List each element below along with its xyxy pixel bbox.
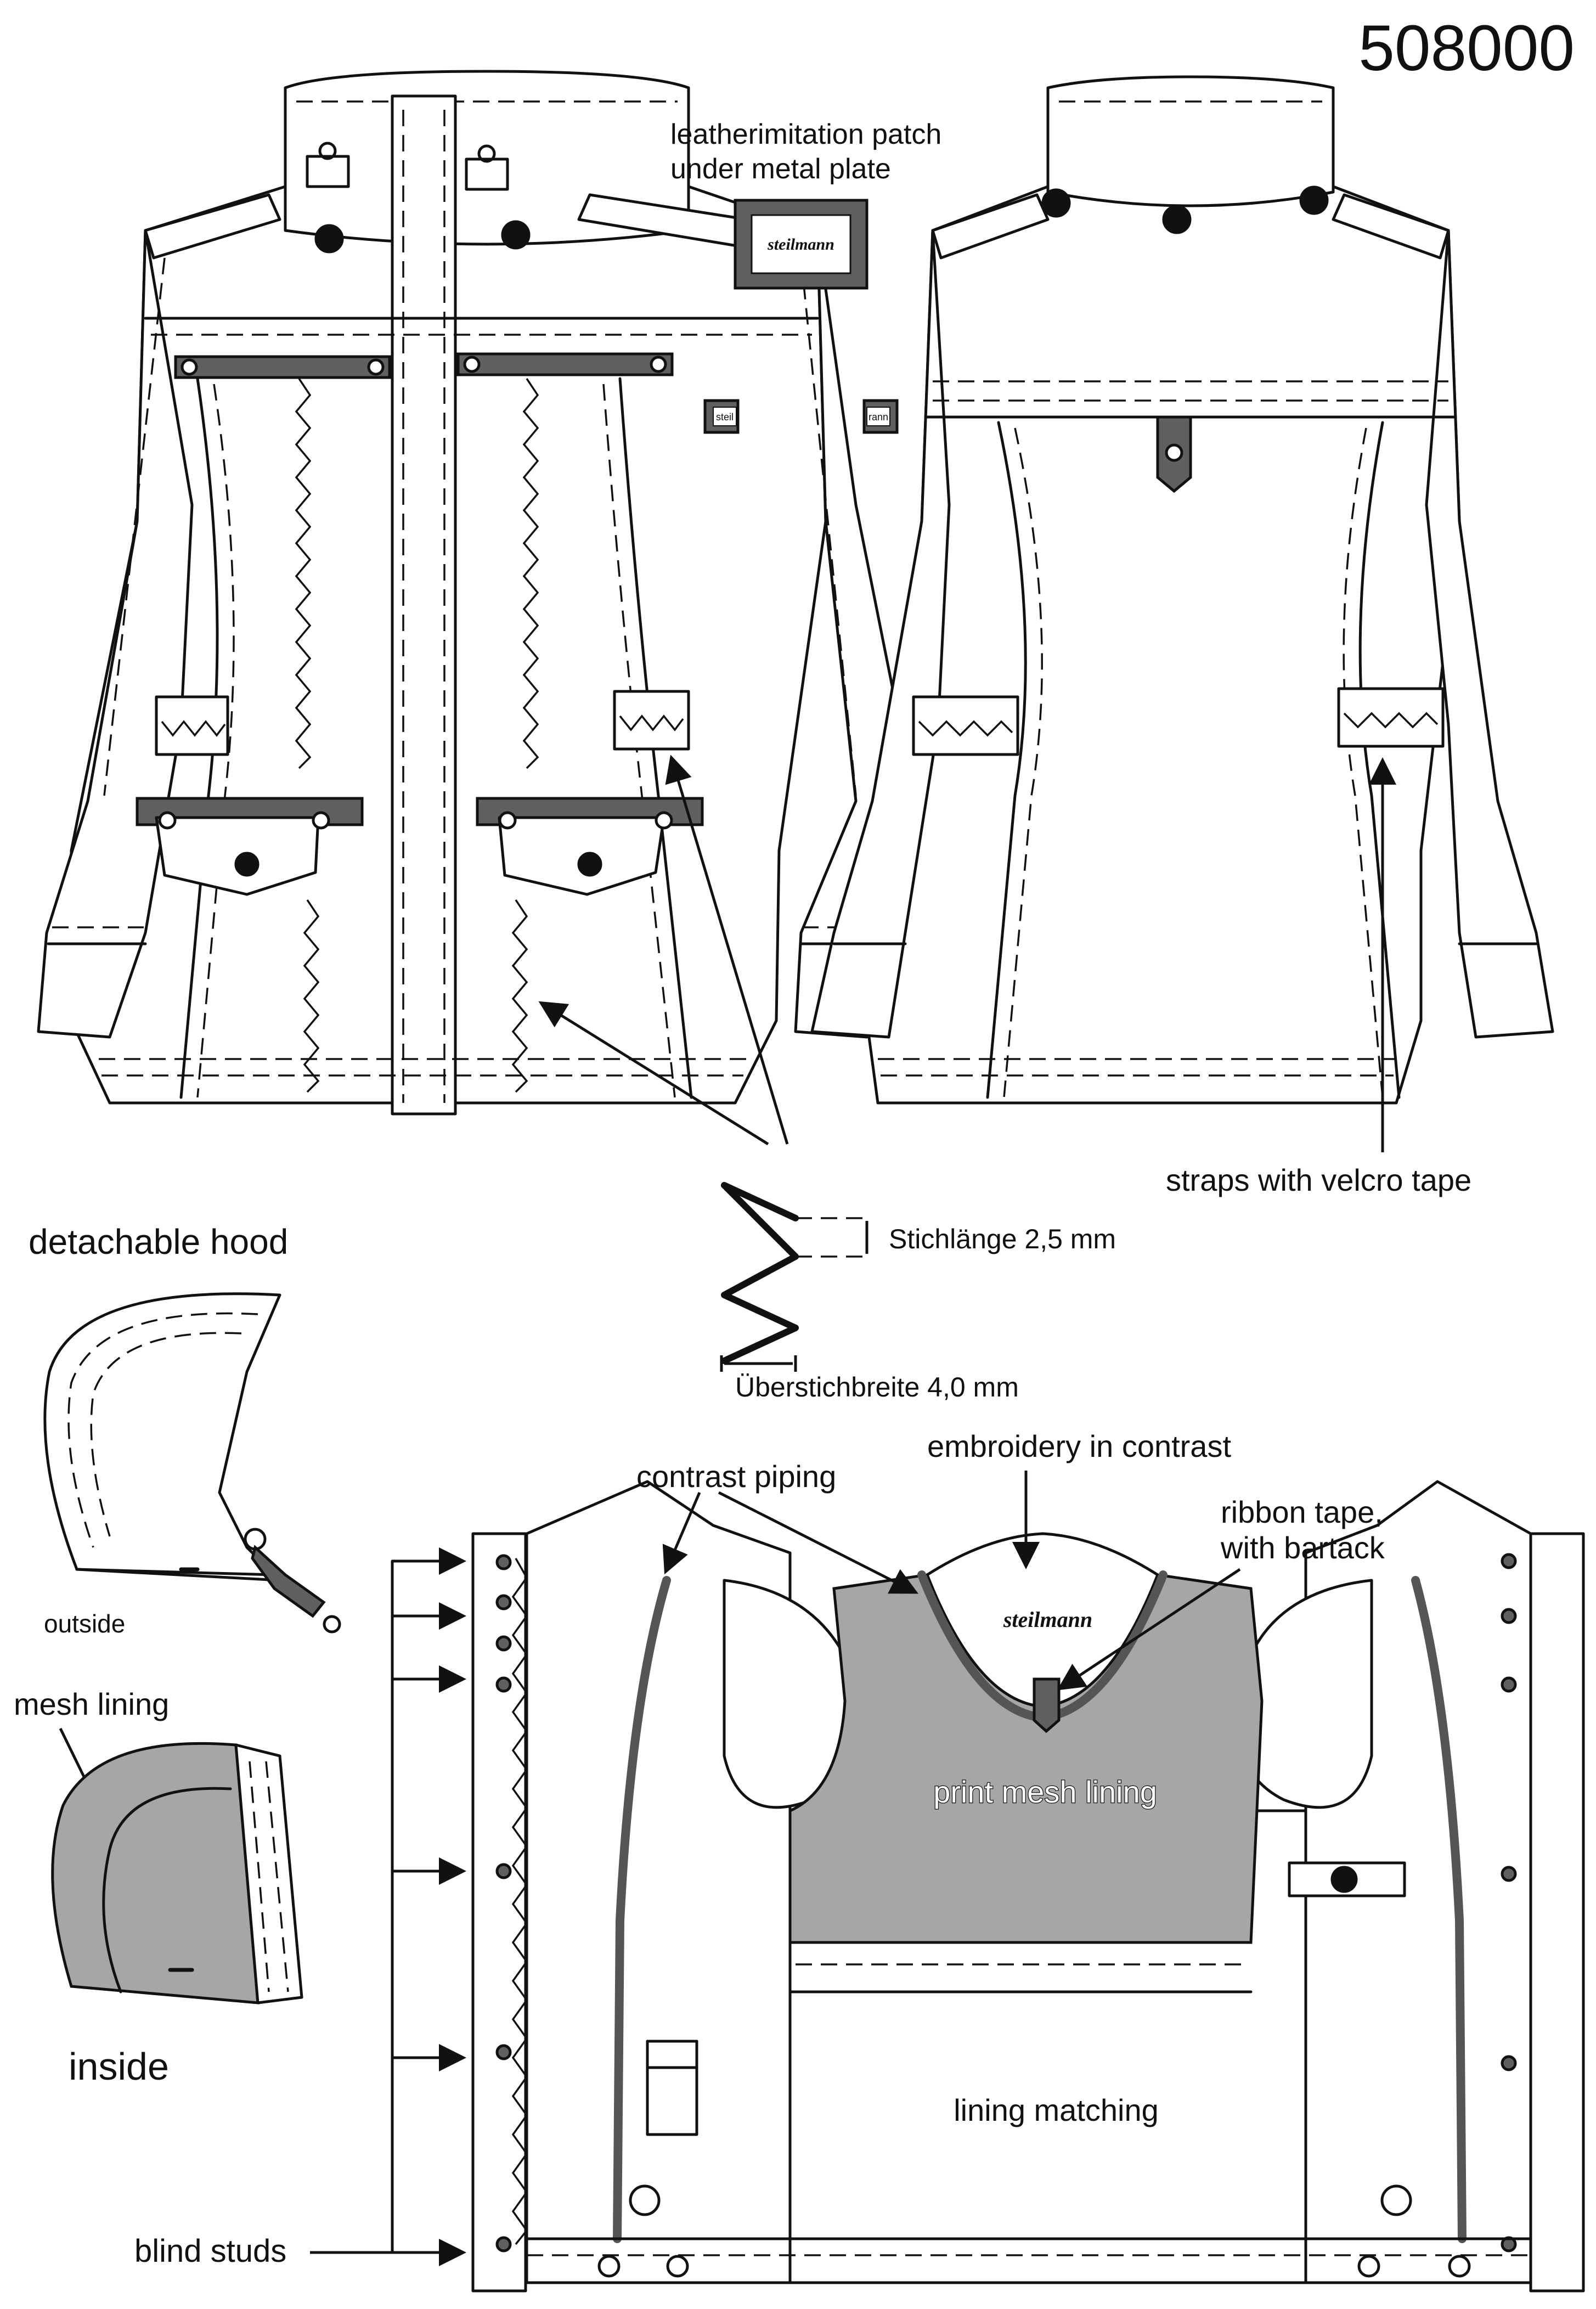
stitch-length-label: Stichlänge 2,5 mm bbox=[889, 1224, 1116, 1254]
print-mesh-label: print mesh lining bbox=[933, 1775, 1157, 1809]
zigzag-detail bbox=[721, 1182, 799, 1364]
back-collar-button-2 bbox=[1162, 205, 1192, 234]
epaulette-left bbox=[144, 193, 281, 260]
back-view: rann bbox=[810, 75, 1554, 1105]
embroidery-label: embroidery in contrast bbox=[927, 1429, 1231, 1463]
patch-label-line2: under metal plate bbox=[670, 153, 891, 185]
straps-label: straps with velcro tape bbox=[1166, 1163, 1471, 1197]
back-collar bbox=[1046, 75, 1335, 207]
mesh-lining-label: mesh lining bbox=[14, 1687, 169, 1721]
back-left-sleeve bbox=[810, 229, 951, 1039]
front-placket bbox=[391, 94, 457, 1116]
blind-studs-label: blind studs bbox=[134, 2233, 286, 2269]
sleeve-badge-front-text: steil bbox=[716, 412, 734, 423]
front-left-sleeve bbox=[37, 229, 194, 1039]
overstitch-width-label: Überstichbreite 4,0 mm bbox=[735, 1372, 1019, 1403]
article-number: 508000 bbox=[1358, 12, 1575, 85]
yoke-tab-right bbox=[456, 352, 674, 376]
ribbon-label-line2: with bartack bbox=[1220, 1530, 1385, 1565]
inside-zigzag-stitch bbox=[511, 1558, 528, 2245]
zigzag-stitch-front-left bbox=[295, 378, 312, 769]
patch-brand-text: steilmann bbox=[767, 235, 834, 254]
sleeve-badge-back-text: rann bbox=[869, 412, 888, 423]
hood-title: detachable hood bbox=[29, 1222, 288, 1261]
hood-outside-label: outside bbox=[44, 1609, 125, 1638]
yoke-tab-left bbox=[174, 355, 391, 379]
metal-plate bbox=[751, 214, 851, 274]
neck-embroidery-text: steilmann bbox=[1003, 1607, 1092, 1632]
collar-eyelet-tab-right bbox=[465, 157, 509, 191]
inside-view: steilmann bbox=[471, 1480, 1585, 2293]
hood-inside bbox=[51, 1742, 303, 2004]
back-collar-button-3 bbox=[1299, 185, 1329, 215]
zigzag-stitch-lower-right bbox=[511, 899, 528, 1093]
stitch-detail: Stichlänge 2,5 mm Überstichbreite 4,0 mm bbox=[538, 754, 1116, 1403]
collar-eyelet-tab-left bbox=[306, 155, 350, 188]
back-right-sleeve bbox=[1425, 229, 1554, 1039]
back-strap-right bbox=[1337, 687, 1445, 748]
collar-button-left bbox=[314, 224, 344, 254]
hood-outside bbox=[43, 1292, 341, 1634]
hood-drawcord bbox=[244, 1528, 341, 1634]
back-strap-left bbox=[912, 695, 1019, 756]
waist-strap-right bbox=[613, 690, 690, 751]
ribbon-label-line1: ribbon tape, bbox=[1221, 1495, 1383, 1529]
waist-strap-left bbox=[155, 695, 229, 756]
inside-right-facing bbox=[1529, 1532, 1585, 2293]
contrast-piping-label: contrast piping bbox=[636, 1459, 836, 1494]
zigzag-stitch-front-right bbox=[522, 378, 539, 769]
patch-label-line1: leatherimitation patch bbox=[670, 119, 941, 150]
front-view: steil bbox=[37, 70, 901, 1116]
hood-inside-label: inside bbox=[69, 2045, 169, 2088]
ribbon-tape-bartack bbox=[1033, 1677, 1061, 1733]
pocket-flap-left bbox=[155, 816, 320, 896]
inside-left-facing bbox=[471, 1532, 527, 2293]
zigzag-stitch-lower-left bbox=[303, 899, 320, 1093]
lining-matching-label: lining matching bbox=[954, 2093, 1159, 2127]
collar-button-right bbox=[501, 220, 531, 250]
blind-studs-callout bbox=[310, 1547, 466, 2266]
